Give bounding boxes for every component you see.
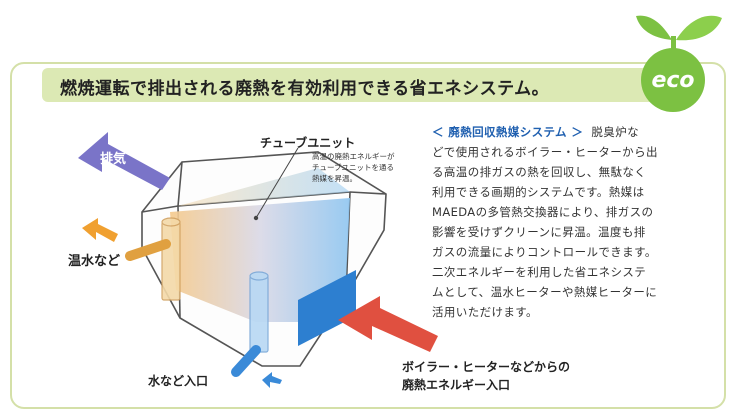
tube-unit-leader bbox=[255, 147, 299, 219]
page-title: 燃焼運転で排出される廃熱を有効利用できる省エネシステム。 bbox=[60, 79, 550, 99]
tube-unit-label: チューブユニット bbox=[260, 136, 356, 150]
sprout-stem-icon bbox=[671, 36, 676, 52]
exhaust-label: 排気 bbox=[100, 152, 127, 167]
hot-water-pipe bbox=[125, 239, 171, 261]
description-line: 影響を受けずクリーンに昇温。温度も排 bbox=[432, 225, 646, 239]
description-line: ムとして、温水ヒーターや熱媒ヒーターに bbox=[432, 285, 658, 299]
tube-unit-note-3: 熱媒を昇温。 bbox=[312, 174, 357, 183]
tube-cylinder-left bbox=[161, 217, 181, 301]
description-line: どで使用されるボイラー・ヒーターから出 bbox=[432, 145, 658, 159]
sprout-leaf-left-icon bbox=[636, 15, 672, 40]
exhaust-arrow-icon bbox=[78, 132, 170, 190]
description-line: 二次エネルギーを利用した省エネシステ bbox=[432, 265, 647, 279]
sprout-leaf-right-icon bbox=[676, 15, 722, 41]
water-inlet-pipe bbox=[231, 345, 261, 377]
water-inlet-label: 水など入口 bbox=[148, 374, 209, 388]
description-line: 脱臭炉な bbox=[591, 125, 639, 139]
title-bar bbox=[42, 68, 662, 102]
description-heading: ＜ 廃熱回収熱媒システム ＞ bbox=[432, 125, 584, 139]
system-description: ＜ 廃熱回収熱媒システム ＞ 脱臭炉な どで使用されるボイラー・ヒーターから出 … bbox=[432, 122, 710, 322]
eco-badge: eco bbox=[651, 68, 695, 93]
description-line: ガスの流量によりコントロールできます。 bbox=[432, 245, 657, 259]
description-line: 活用いただけます。 bbox=[432, 305, 538, 319]
hot-water-arrow-icon bbox=[82, 218, 118, 242]
heat-gradient-top bbox=[178, 168, 350, 206]
heat-gradient-area bbox=[170, 198, 350, 322]
description-line: MAEDAの多管熱交換器により、排ガスの bbox=[432, 205, 654, 219]
tube-unit-note-1: 高温の廃熱エネルギーが bbox=[312, 152, 395, 161]
heat-inlet-panel bbox=[298, 270, 356, 346]
eco-circle-icon bbox=[641, 48, 705, 112]
heat-inlet-arrow-icon bbox=[338, 296, 438, 352]
heat-inlet-label-line1: ボイラー・ヒーターなどからの bbox=[402, 360, 571, 374]
tube-unit-note-2: チューブユニットを通る bbox=[312, 163, 395, 172]
description-line: 利用できる画期的システムです。熱媒は bbox=[432, 185, 645, 199]
tube-cylinder-right bbox=[249, 271, 269, 353]
description-line: る高温の排ガスの熱を回収し、無駄なく bbox=[432, 165, 647, 179]
heat-inlet-label-line2: 廃熱エネルギー入口 bbox=[402, 378, 511, 392]
hot-water-label: 温水など bbox=[68, 254, 121, 269]
water-inlet-arrow-icon bbox=[262, 372, 282, 388]
